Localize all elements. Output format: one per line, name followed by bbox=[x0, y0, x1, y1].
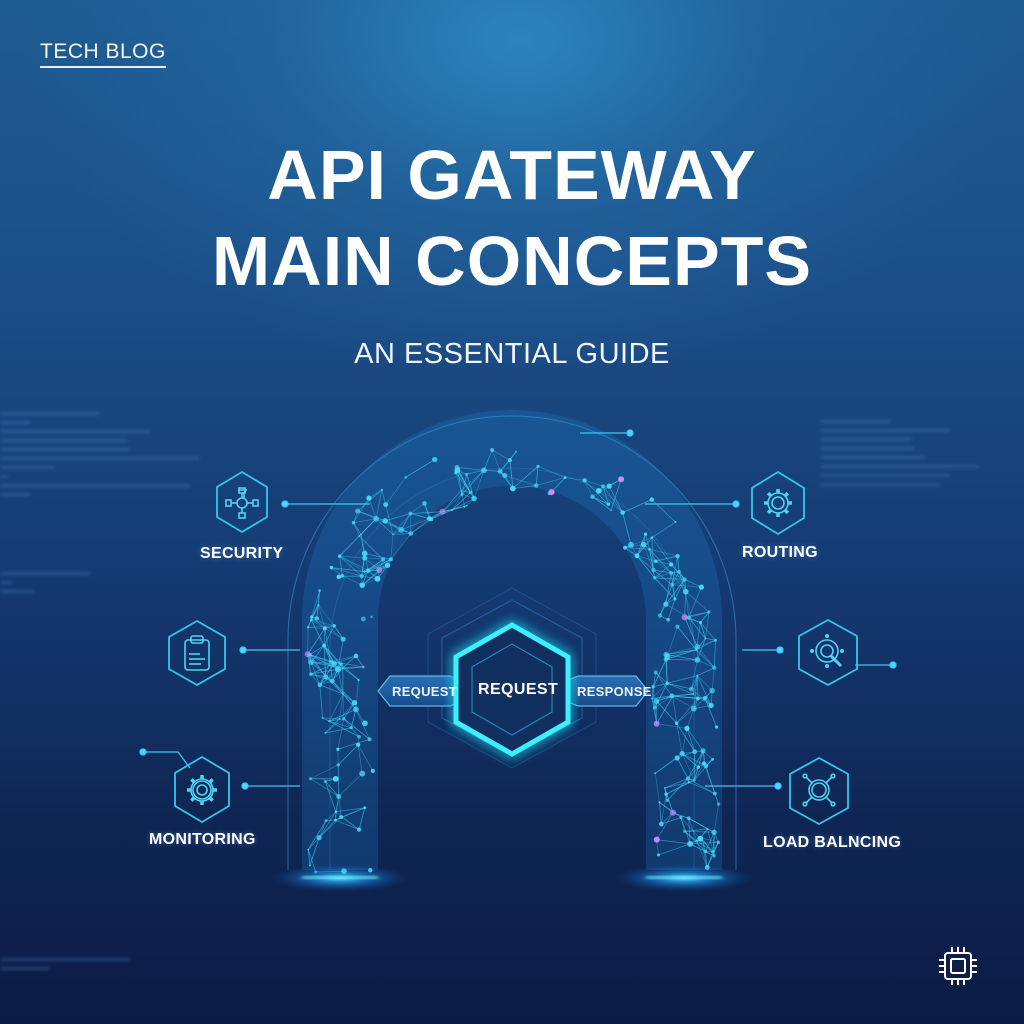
load-balancing-concept-button[interactable] bbox=[788, 756, 850, 826]
search-concept-button[interactable] bbox=[797, 618, 859, 687]
gear-icon-monitoring bbox=[187, 775, 217, 805]
background-code-left-bottom bbox=[0, 958, 135, 976]
blog-tag[interactable]: TECH BLOG bbox=[40, 40, 166, 68]
concept-label-routing: ROUTING bbox=[742, 544, 818, 561]
security-hex bbox=[216, 470, 268, 534]
clipboard-hex bbox=[168, 619, 226, 687]
clipboard-icon bbox=[184, 635, 210, 671]
background-code-right bbox=[820, 420, 1024, 492]
routing-concept-button[interactable] bbox=[750, 470, 806, 536]
response-pill-label: RESPONSE bbox=[577, 684, 652, 699]
concept-label-load-balancing: LOAD BALNCING bbox=[763, 834, 902, 851]
page-title-line2: MAIN CONCEPTS bbox=[211, 222, 813, 300]
magnifier-target-icon bbox=[809, 633, 844, 668]
load-balancer-icon bbox=[802, 773, 836, 807]
clipboard-concept-button[interactable] bbox=[167, 619, 227, 687]
security-concept-button[interactable] bbox=[214, 470, 270, 534]
request-pill-label: REQUEST bbox=[392, 684, 457, 699]
cpu-chip-icon bbox=[939, 947, 977, 985]
monitoring-concept-button[interactable] bbox=[173, 755, 231, 824]
background-code-left bbox=[0, 412, 200, 502]
gateway-center-label: REQUEST bbox=[478, 681, 559, 698]
page-subtitle: AN ESSENTIAL GUIDE bbox=[354, 338, 670, 370]
network-mesh bbox=[304, 448, 721, 875]
network-hub-icon bbox=[225, 487, 259, 519]
gear-icon-routing bbox=[764, 489, 792, 517]
concept-label-monitoring: MONITORING bbox=[149, 831, 256, 848]
page-title-line1: API GATEWAY bbox=[267, 136, 757, 214]
background-code-left-lower bbox=[0, 572, 95, 599]
concept-label-security: SECURITY bbox=[200, 545, 284, 562]
